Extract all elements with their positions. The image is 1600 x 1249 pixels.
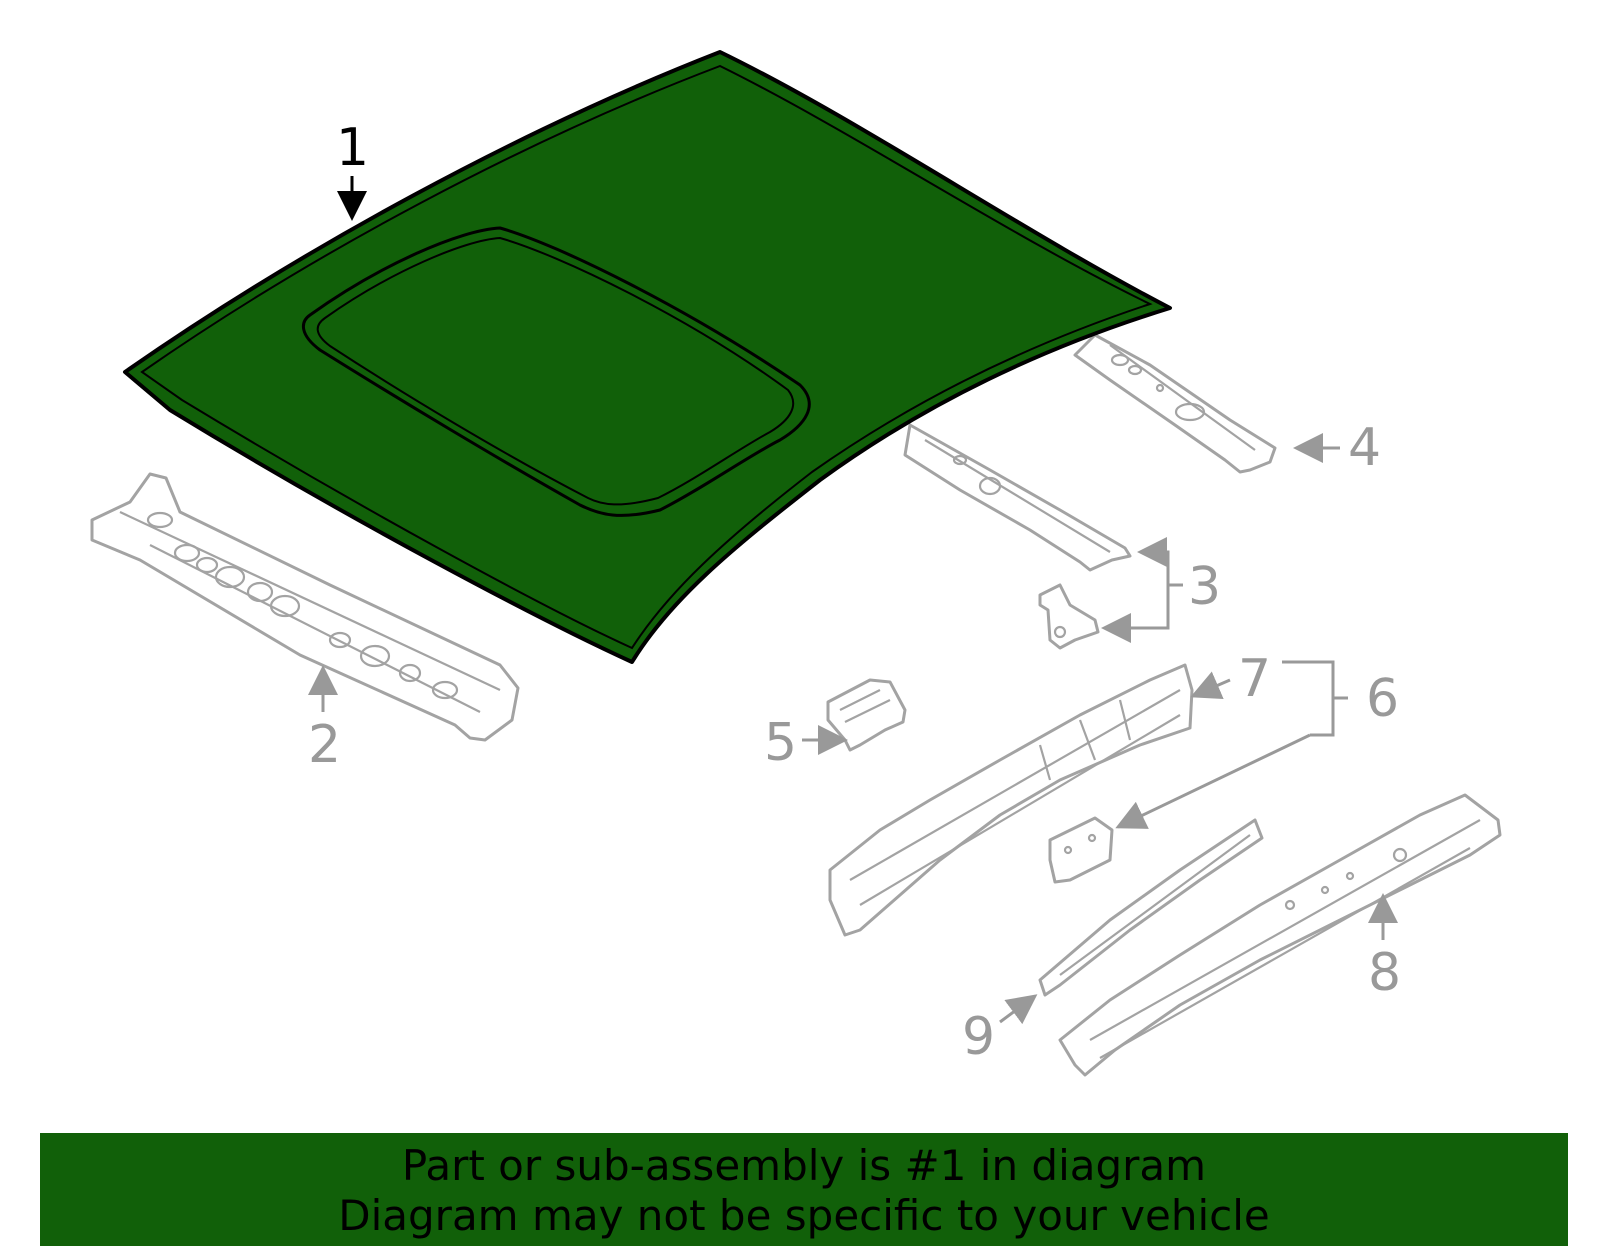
banner-line-1: Part or sub-assembly is #1 in diagram [401, 1141, 1207, 1190]
callout-5: 5 [764, 713, 797, 773]
roof-side-rail-inner-part [828, 663, 1194, 937]
callout-leader-lines [308, 176, 1398, 1025]
callout-6: 6 [1366, 669, 1399, 729]
roof-rail-strip-part [1038, 818, 1264, 997]
roof-bow-part [903, 423, 1132, 572]
leader-9 [999, 994, 1038, 1025]
leader-6 [1282, 660, 1335, 737]
roof-bow-bracket-part [1038, 583, 1100, 650]
side-rail-reinforcement-part [1048, 816, 1114, 884]
front-roof-header-part [90, 472, 520, 742]
callout-4: 4 [1348, 418, 1381, 478]
rear-roof-bow-part [1073, 333, 1277, 474]
banner-line-2: Diagram may not be specific to your vehi… [338, 1191, 1270, 1240]
callout-3: 3 [1188, 557, 1221, 617]
leader-7 [1190, 671, 1231, 700]
roof-panel-part [123, 50, 1172, 664]
leader-3 [1142, 550, 1183, 587]
roof-side-rail-outer-part [1058, 793, 1502, 1077]
callout-1: 1 [336, 118, 369, 178]
callout-8: 8 [1368, 943, 1401, 1003]
callout-2: 2 [308, 715, 341, 775]
callout-9: 9 [962, 1007, 995, 1067]
callout-7: 7 [1238, 649, 1271, 709]
disclaimer-banner: Part or sub-assembly is #1 in diagram Di… [40, 1133, 1568, 1246]
